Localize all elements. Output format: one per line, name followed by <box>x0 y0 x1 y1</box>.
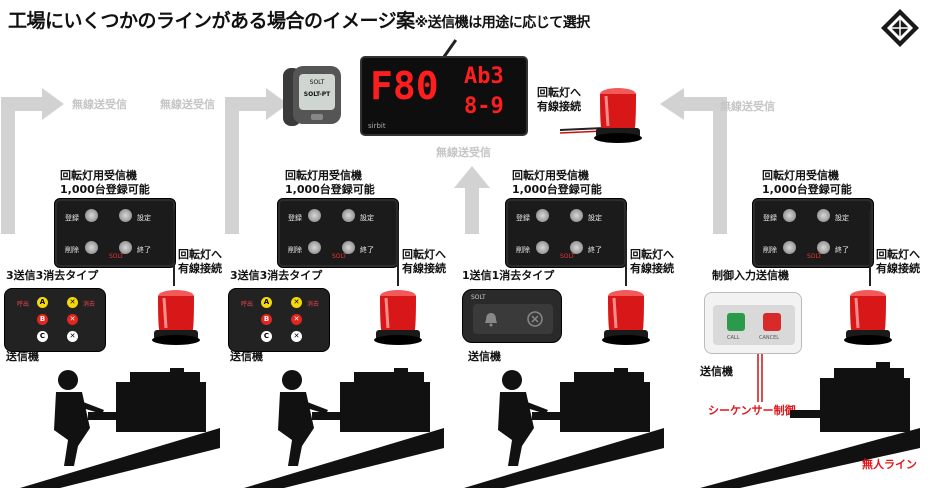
settings-button[interactable] <box>570 209 583 222</box>
settings-label: 設定 <box>137 214 151 222</box>
receiver-unit-2: 登録 設定 削除 終了 SOLT <box>277 198 399 268</box>
transmitter-1call: SOLT <box>462 289 562 343</box>
wireless-label: 無線送受信 <box>720 100 775 113</box>
transmitter-label: 送信機 <box>6 350 39 363</box>
delete-button[interactable] <box>783 241 796 254</box>
smartwatch-pager: SOLT SOLT-PT <box>283 66 341 126</box>
end-button[interactable] <box>119 241 132 254</box>
receiver-unit-4: 登録 設定 削除 終了 SOLT <box>752 198 874 268</box>
rotating-beacon-light <box>374 290 422 345</box>
rotating-beacon-light <box>152 290 200 345</box>
receiver-caption: 回転灯用受信機 1,000台登録可能 <box>762 169 852 196</box>
sequencer-control-label: シーケンサー制御 <box>708 404 796 417</box>
wire <box>397 210 399 286</box>
receiver-caption: 回転灯用受信機 1,000台登録可能 <box>512 169 602 196</box>
bell-icon[interactable] <box>483 311 499 327</box>
transmitter-label: 送信機 <box>230 350 263 363</box>
cancel-button[interactable] <box>763 313 781 331</box>
call-a-button[interactable]: A <box>261 297 272 308</box>
worker-machine-silhouette <box>20 368 220 488</box>
wireless-arrow-4 <box>660 88 727 234</box>
cancel-a-button[interactable]: ✕ <box>67 297 78 308</box>
delete-label: 削除 <box>65 246 79 254</box>
cancel-a-button[interactable]: ✕ <box>291 297 302 308</box>
wireless-label: 無線送受信 <box>72 98 127 111</box>
page-title: 工場にいくつかのラインがある場合のイメージ案※送信機は用途に応じて選択 <box>8 10 591 32</box>
transmitter-3call: 呼出 A B C ✕ ✕ ✕ 消去 <box>228 288 330 352</box>
call-b-button[interactable]: B <box>261 314 272 325</box>
register-button[interactable] <box>308 209 321 222</box>
receiver-unit-3: 登録 設定 削除 終了 SOLT <box>505 198 627 268</box>
wireless-label: 無線送受信 <box>436 146 491 159</box>
receiver-caption: 回転灯用受信機 1,000台登録可能 <box>285 169 375 196</box>
transmitter-label: 送信機 <box>700 365 733 378</box>
end-label: 終了 <box>137 246 151 254</box>
wired-label-top: 回転灯へ 有線接続 <box>537 86 581 113</box>
delete-button[interactable] <box>536 241 549 254</box>
register-label: 登録 <box>65 214 79 222</box>
transmitter-label: 送信機 <box>468 350 501 363</box>
transmitter-type-label: 3送信3消去タイプ <box>230 269 323 282</box>
receiver-brand: SOLT <box>109 253 124 260</box>
wire <box>173 210 175 286</box>
end-button[interactable] <box>342 241 355 254</box>
end-button[interactable] <box>817 241 830 254</box>
transmitter-3call: 呼出 A B C ✕ ✕ ✕ 消去 <box>4 288 106 352</box>
led-display-board: F80 Ab3 8-9 sirbit <box>360 56 528 136</box>
call-b-button[interactable]: B <box>37 314 48 325</box>
register-button[interactable] <box>536 209 549 222</box>
wireless-label: 無線送受信 <box>160 98 215 111</box>
worker-machine-silhouette <box>464 368 664 488</box>
page-subtitle: ※送信機は用途に応じて選択 <box>414 15 591 31</box>
transmitter-type-label: 制御入力送信機 <box>712 269 789 282</box>
call-a-button[interactable]: A <box>37 297 48 308</box>
watch-model: SOLT-PT <box>304 91 331 98</box>
cancel-c-button[interactable]: ✕ <box>291 331 302 342</box>
call-c-button[interactable]: C <box>261 331 272 342</box>
wireless-arrow-1 <box>1 88 64 234</box>
cancel-b-button[interactable]: ✕ <box>291 314 302 325</box>
rotating-beacon-light <box>602 290 650 345</box>
display-brand: sirbit <box>368 122 386 130</box>
unmanned-machine-silhouette <box>700 362 920 488</box>
display-code-1: Ab3 <box>464 64 504 89</box>
wire <box>757 354 763 402</box>
rotating-beacon-light <box>594 88 642 143</box>
transmitter-type-label: 1送信1消去タイプ <box>462 269 555 282</box>
settings-button[interactable] <box>119 209 132 222</box>
worker-machine-silhouette <box>244 368 444 488</box>
cancel-c-button[interactable]: ✕ <box>67 331 78 342</box>
display-code-2: 8-9 <box>464 94 504 119</box>
register-button[interactable] <box>783 209 796 222</box>
brand-logo-icon <box>881 9 919 47</box>
receiver-unit-1: 登録 設定 削除 終了 SOLT <box>54 198 176 268</box>
control-input-transmitter: CALL CANCEL <box>704 292 802 354</box>
settings-button[interactable] <box>342 209 355 222</box>
register-button[interactable] <box>85 209 98 222</box>
rotating-beacon-light <box>844 290 892 345</box>
display-main-code: F80 <box>370 64 439 108</box>
wired-label: 回転灯へ 有線接続 <box>630 248 674 275</box>
cancel-b-button[interactable]: ✕ <box>67 314 78 325</box>
wire <box>869 210 871 286</box>
wireless-arrow-2 <box>225 88 288 234</box>
receiver-caption: 回転灯用受信機 1,000台登録可能 <box>60 169 150 196</box>
wired-label: 回転灯へ 有線接続 <box>178 248 222 275</box>
cancel-icon[interactable] <box>527 311 543 327</box>
unmanned-line-label: 無人ライン <box>862 458 917 471</box>
watch-brand: SOLT <box>310 79 325 86</box>
settings-button[interactable] <box>817 209 830 222</box>
call-button[interactable] <box>727 313 745 331</box>
wired-label: 回転灯へ 有線接続 <box>402 248 446 275</box>
delete-button[interactable] <box>85 241 98 254</box>
delete-button[interactable] <box>308 241 321 254</box>
wire <box>625 210 627 286</box>
transmitter-type-label: 3送信3消去タイプ <box>6 269 99 282</box>
wired-label: 回転灯へ 有線接続 <box>876 248 920 275</box>
end-button[interactable] <box>570 241 583 254</box>
call-c-button[interactable]: C <box>37 331 48 342</box>
wireless-arrow-3 <box>454 166 490 234</box>
tx1-brand: SOLT <box>471 294 486 301</box>
